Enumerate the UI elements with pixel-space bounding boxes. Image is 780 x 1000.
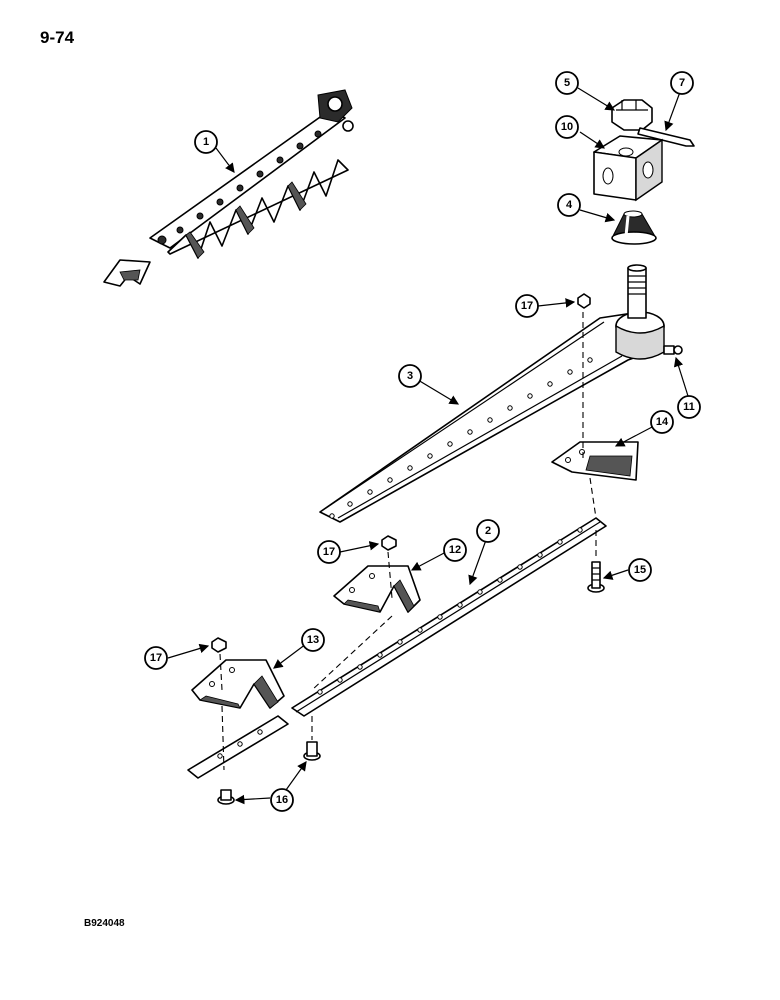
svg-text:7: 7 xyxy=(679,77,685,89)
svg-text:15: 15 xyxy=(634,564,646,576)
callout-16: 16 xyxy=(270,788,294,812)
svg-text:10: 10 xyxy=(561,121,573,133)
knife-assembly-part-1 xyxy=(103,89,354,287)
callout-2: 2 xyxy=(476,519,500,543)
callout-10: 10 xyxy=(555,115,579,139)
callout-12: 12 xyxy=(443,538,467,562)
nut-part-17-top xyxy=(577,293,591,309)
knife-section-part-12 xyxy=(333,565,421,613)
svg-text:11: 11 xyxy=(683,401,695,413)
callout-15: 15 xyxy=(628,558,652,582)
cone-bushing-part-4 xyxy=(611,210,657,245)
callout-14: 14 xyxy=(650,410,674,434)
callout-11: 11 xyxy=(677,395,701,419)
callout-3: 3 xyxy=(398,364,422,388)
svg-text:13: 13 xyxy=(307,634,319,646)
figure-code: B924048 xyxy=(84,918,125,929)
svg-text:4: 4 xyxy=(566,199,573,211)
nut-part-17-middle xyxy=(381,535,397,551)
knife-head-arm-part-3 xyxy=(319,264,665,523)
knife-section-part-13 xyxy=(191,659,285,709)
cotter-pin-part-7 xyxy=(637,127,695,147)
svg-text:3: 3 xyxy=(407,370,413,382)
castle-nut-part-5 xyxy=(611,99,653,131)
callout-1: 1 xyxy=(194,130,218,154)
grease-fitting-part-11 xyxy=(663,345,683,355)
callout-17-lower: 17 xyxy=(144,646,168,670)
bolt-part-15 xyxy=(587,561,605,593)
callout-5: 5 xyxy=(555,71,579,95)
svg-text:5: 5 xyxy=(564,77,570,89)
nut-part-17-lower xyxy=(211,637,227,653)
callout-7: 7 xyxy=(670,71,694,95)
knife-bar-part-2 xyxy=(291,517,607,717)
svg-text:2: 2 xyxy=(485,525,491,537)
svg-text:16: 16 xyxy=(276,794,288,806)
page-number: 9-74 xyxy=(40,28,75,47)
block-part-10 xyxy=(593,135,663,202)
callout-13: 13 xyxy=(301,628,325,652)
svg-text:17: 17 xyxy=(323,546,335,558)
svg-text:12: 12 xyxy=(449,544,461,556)
callout-4: 4 xyxy=(557,193,581,217)
svg-text:17: 17 xyxy=(521,300,533,312)
svg-text:17: 17 xyxy=(150,652,162,664)
svg-text:1: 1 xyxy=(203,136,209,148)
knife-section-part-14 xyxy=(551,441,639,481)
bolt-part-16-a xyxy=(217,789,235,805)
backing-strip xyxy=(187,715,289,779)
svg-text:14: 14 xyxy=(656,416,669,428)
callout-17-middle: 17 xyxy=(317,540,341,564)
callout-17-top: 17 xyxy=(515,294,539,318)
bolt-part-16-b xyxy=(303,741,321,761)
